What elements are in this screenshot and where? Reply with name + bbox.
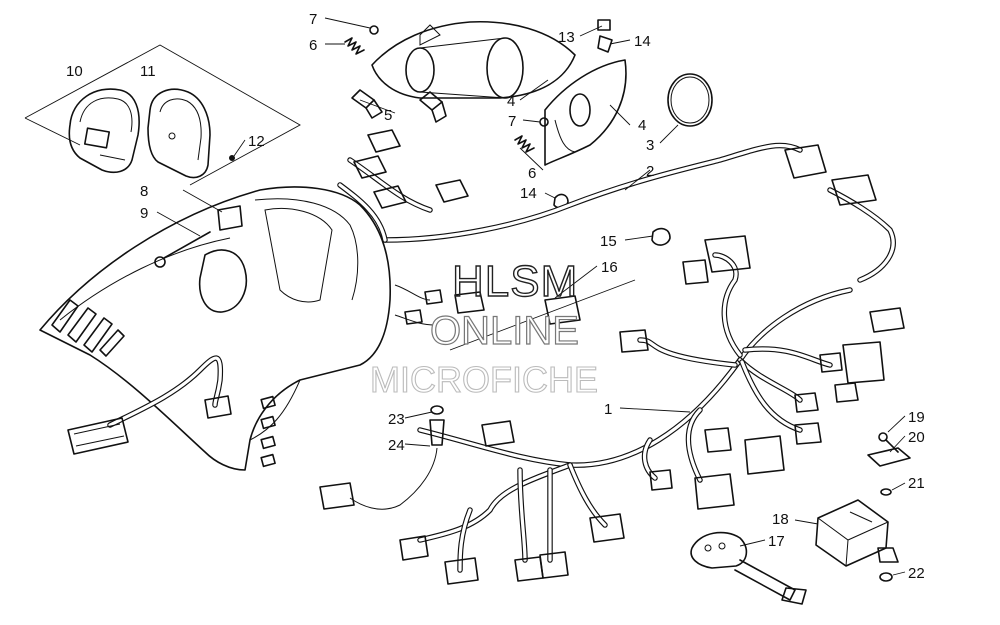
dash-sub-harness (67, 355, 232, 455)
headlight-harness (337, 129, 896, 283)
washer-21 (880, 488, 892, 496)
callout-3: 3 (646, 137, 654, 154)
wire-dash-a (394, 284, 431, 301)
callout-14-lower: 14 (520, 185, 537, 202)
callout-4-upper: 4 (507, 93, 515, 110)
clip-8 (217, 205, 243, 231)
dash-vents (51, 299, 125, 357)
callout-11: 11 (140, 63, 156, 80)
watermark-line-3: MICROFICHE (370, 359, 598, 400)
callout-4-lower: 4 (638, 117, 646, 134)
tab-14-upper (597, 35, 613, 53)
bulb-socket-right (419, 91, 447, 123)
callout-bracket-10 (24, 44, 301, 186)
watermark-line-2: ONLINE (430, 309, 579, 353)
spring-lower (514, 135, 535, 153)
callout-7-upper: 7 (309, 11, 317, 28)
callout-1: 1 (604, 401, 612, 418)
retaining-ring (667, 73, 713, 127)
screw-lower (539, 117, 549, 127)
spring-upper (344, 37, 365, 55)
callout-21: 21 (908, 475, 925, 492)
callout-13: 13 (558, 29, 575, 46)
mounting-plate-20 (867, 447, 911, 467)
mounting-screw-19 (878, 432, 899, 453)
retaining-ring-inner (670, 76, 710, 124)
watermark-line-1: HLSM (452, 257, 578, 306)
headlight-housing-lower (544, 59, 627, 166)
clip-13 (597, 19, 611, 31)
gauge-bezel (147, 88, 211, 179)
callout-5: 5 (384, 107, 392, 124)
leader-lines (156, 17, 906, 576)
callout-20: 20 (908, 429, 925, 446)
screw-9 (154, 231, 211, 268)
callout-8: 8 (140, 183, 148, 200)
callout-19: 19 (908, 409, 925, 426)
watermark: HLSM ONLINE MICROFICHE (369, 256, 598, 400)
tab-14-lower (553, 193, 569, 209)
callout-14-upper: 14 (634, 33, 651, 50)
dash-panel (39, 186, 392, 471)
callout-7-lower: 7 (508, 113, 516, 130)
callout-24: 24 (388, 437, 405, 454)
screw-upper (369, 25, 379, 35)
speedometer-gauge (68, 88, 140, 174)
wire-dash-b (394, 314, 436, 326)
connector-dash-a (424, 289, 443, 305)
callout-12: 12 (248, 133, 265, 150)
callout-6-lower: 6 (528, 165, 536, 182)
gauge-screw (229, 155, 235, 161)
callout-18: 18 (772, 511, 789, 528)
main-wiring-harness (319, 235, 905, 585)
callout-labels: 1 2 3 4 4 5 6 6 7 7 8 9 10 11 12 13 14 1… (66, 11, 925, 582)
callout-23: 23 (388, 411, 405, 428)
callout-22: 22 (908, 565, 925, 582)
relay-16 (544, 295, 581, 325)
callout-15: 15 (600, 233, 617, 250)
headlight-housing-upper (371, 20, 576, 99)
control-module (815, 499, 889, 567)
nut-22 (877, 547, 899, 582)
callout-9: 9 (140, 205, 148, 222)
callout-6-upper: 6 (309, 37, 317, 54)
callout-17: 17 (768, 533, 785, 550)
bulb-socket-left (351, 89, 383, 119)
callout-10: 10 (66, 63, 83, 80)
connector-near-16 (454, 291, 485, 314)
bulb-and-socket (349, 405, 445, 510)
callout-16: 16 (601, 259, 618, 276)
harness-clip-15 (651, 227, 671, 246)
ignition-key (690, 531, 807, 605)
callout-2: 2 (646, 163, 654, 180)
connector-dash-b (404, 309, 423, 325)
